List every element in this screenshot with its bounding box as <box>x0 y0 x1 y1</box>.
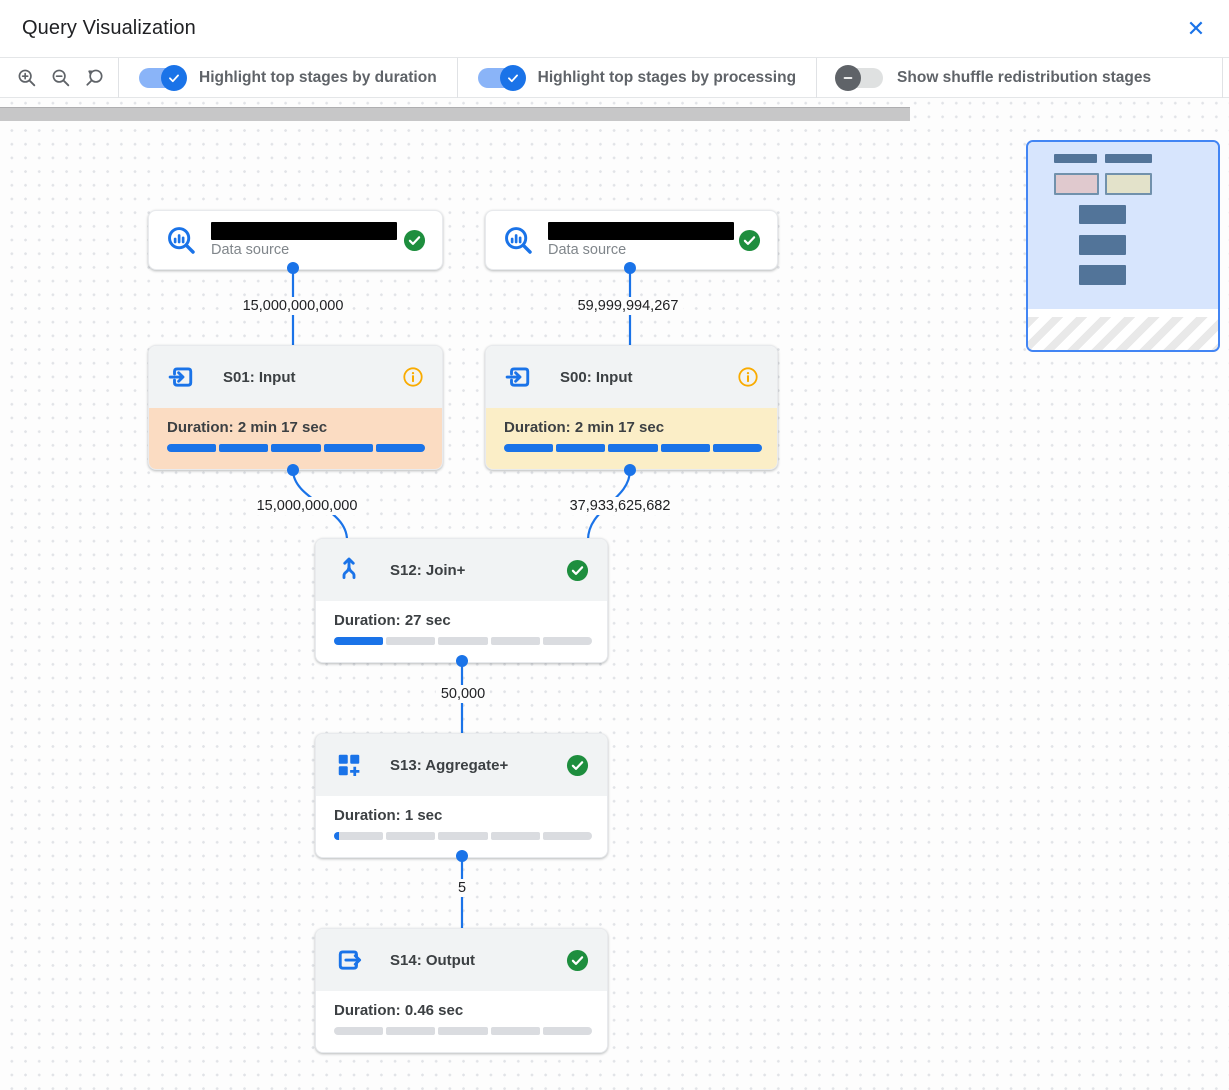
stage-duration-section: Duration: 2 min 17 sec <box>149 408 442 469</box>
close-icon[interactable]: ✕ <box>1181 14 1211 44</box>
stage-progress-bar <box>334 832 592 840</box>
bigquery-search-icon <box>165 224 197 256</box>
stage-node-s01[interactable]: S01: Input Duration: 2 min 17 sec <box>148 345 443 470</box>
stage-node-s13[interactable]: S13: Aggregate+ Duration: 1 sec <box>315 733 608 858</box>
toggle-minus-icon <box>835 64 862 91</box>
join-icon <box>334 555 364 585</box>
bigquery-search-icon <box>502 224 534 256</box>
show-shuffle-toggle[interactable] <box>835 64 884 91</box>
success-check-icon <box>738 229 761 252</box>
horizontal-scrollbar[interactable] <box>0 107 910 121</box>
panel-header: Query Visualization ✕ <box>0 0 1229 58</box>
stage-progress-bar <box>167 444 425 452</box>
minimap-node <box>1079 235 1126 255</box>
edge-label: 37,933,625,682 <box>564 497 676 515</box>
stage-node-s14[interactable]: S14: Output Duration: 0.46 sec <box>315 928 608 1053</box>
minimap-offscreen-area <box>1028 317 1218 350</box>
success-check-icon <box>566 949 589 972</box>
toggle-check-icon <box>161 64 187 91</box>
minimap-node-highlight-processing <box>1105 173 1152 195</box>
data-source-node[interactable]: Data source <box>485 210 778 270</box>
zoom-in-icon[interactable] <box>10 63 44 93</box>
stage-node-s12[interactable]: S12: Join+ Duration: 27 sec <box>315 538 608 663</box>
duration-text: Duration: 2 min 17 sec <box>167 419 328 436</box>
toolbar: Highlight top stages by duration Highlig… <box>0 57 1229 98</box>
duration-text: Duration: 27 sec <box>334 612 451 629</box>
stage-progress-bar <box>334 637 592 645</box>
stage-title: S14: Output <box>390 951 475 969</box>
duration-text: Duration: 1 sec <box>334 807 443 824</box>
edge-label: 50,000 <box>435 685 491 703</box>
input-icon <box>504 362 534 392</box>
minimap-node <box>1054 154 1097 163</box>
info-icon[interactable] <box>402 366 424 388</box>
info-icon[interactable] <box>737 366 759 388</box>
stage-duration-section: Duration: 27 sec <box>316 601 607 662</box>
show-shuffle-label: Show shuffle redistribution stages <box>897 68 1152 86</box>
success-check-icon <box>403 229 426 252</box>
toggle-check-icon <box>499 64 526 91</box>
stage-title: S00: Input <box>560 368 633 386</box>
page-title: Query Visualization <box>22 17 196 39</box>
redacted-table-name <box>211 222 397 240</box>
minimap[interactable] <box>1026 140 1220 352</box>
success-check-icon <box>566 559 589 582</box>
toggle-group-shuffle: Show shuffle redistribution stages <box>823 64 1165 91</box>
stage-progress-bar <box>504 444 762 452</box>
zoom-out-icon[interactable] <box>44 63 78 93</box>
highlight-duration-label: Highlight top stages by duration <box>199 68 437 86</box>
toggle-group-duration: Highlight top stages by duration <box>125 64 451 91</box>
data-source-label: Data source <box>548 242 627 258</box>
duration-text: Duration: 0.46 sec <box>334 1002 464 1019</box>
minimap-node <box>1079 265 1126 285</box>
data-source-label: Data source <box>211 242 290 258</box>
minimap-node <box>1079 205 1126 224</box>
output-icon <box>334 945 364 975</box>
data-source-node[interactable]: Data source <box>148 210 443 270</box>
aggregate-icon <box>334 750 364 780</box>
toolbar-divider <box>1222 57 1223 98</box>
edge-label: 5 <box>452 879 472 897</box>
stage-node-s00[interactable]: S00: Input Duration: 2 min 17 sec <box>485 345 778 470</box>
duration-text: Duration: 2 min 17 sec <box>504 419 665 436</box>
highlight-processing-toggle[interactable] <box>477 64 526 91</box>
highlight-processing-label: Highlight top stages by processing <box>537 68 797 86</box>
zoom-reset-icon[interactable] <box>78 63 112 93</box>
edge-label: 15,000,000,000 <box>237 297 349 315</box>
toolbar-divider <box>118 57 119 98</box>
highlight-duration-toggle[interactable] <box>139 64 187 91</box>
toolbar-divider <box>456 57 458 98</box>
stage-title: S13: Aggregate+ <box>390 756 509 774</box>
stage-duration-section: Duration: 0.46 sec <box>316 991 607 1052</box>
minimap-node-highlight-duration <box>1054 173 1099 195</box>
minimap-node <box>1105 154 1152 163</box>
toolbar-divider <box>816 57 818 98</box>
stage-duration-section: Duration: 2 min 17 sec <box>486 408 777 469</box>
redacted-table-name <box>548 222 734 240</box>
stage-duration-section: Duration: 1 sec <box>316 796 607 857</box>
stage-progress-bar <box>334 1027 592 1035</box>
edge-label: 15,000,000,000 <box>251 497 363 515</box>
input-icon <box>167 362 197 392</box>
toggle-group-processing: Highlight top stages by processing <box>464 64 810 91</box>
stage-title: S12: Join+ <box>390 561 466 579</box>
edge-label: 59,999,994,267 <box>572 297 684 315</box>
stage-title: S01: Input <box>223 368 296 386</box>
success-check-icon <box>566 754 589 777</box>
